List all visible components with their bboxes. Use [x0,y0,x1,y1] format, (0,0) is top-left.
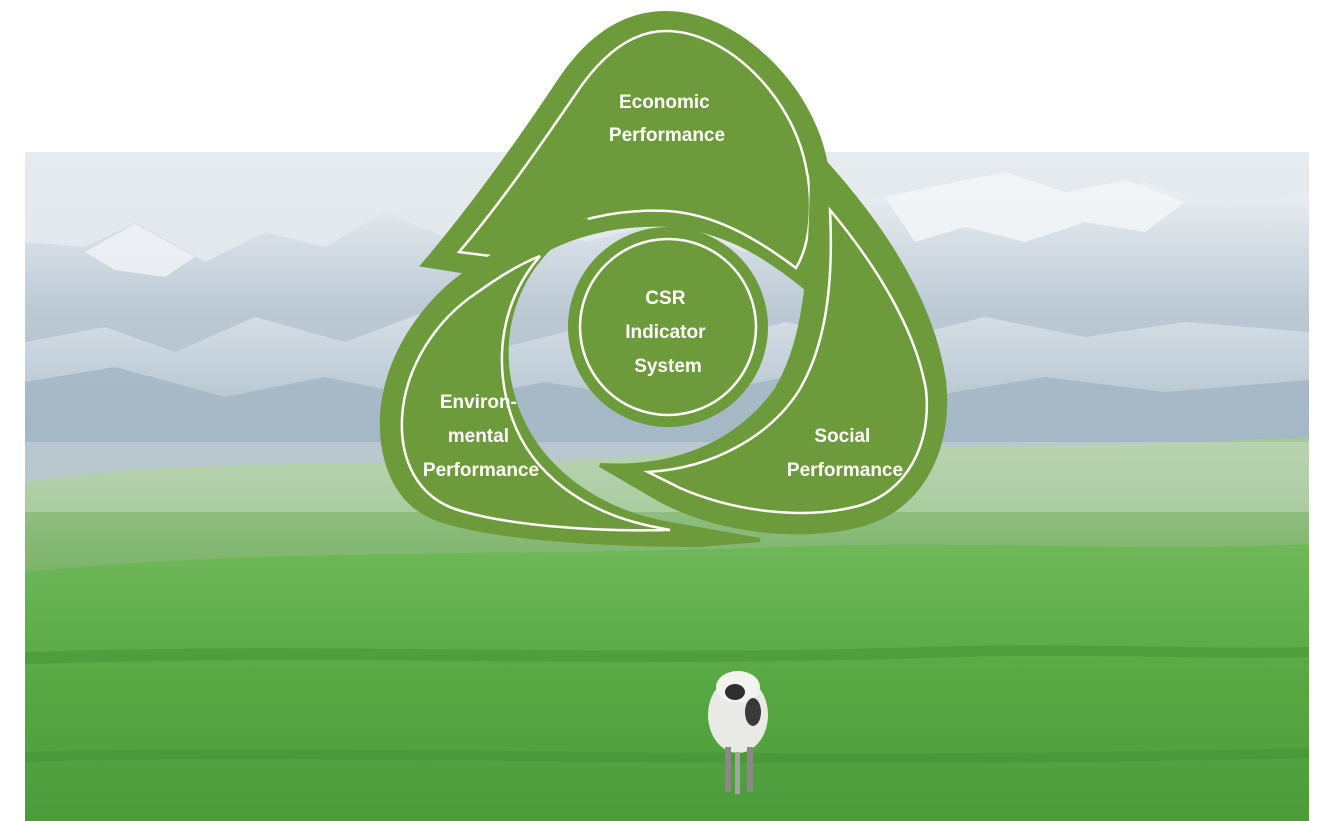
economic-label: Economic Performance [609,92,725,146]
social-line: Performance [787,460,903,481]
social-label: Social Performance [787,426,903,481]
petal-social [598,142,948,535]
economic-line: Economic [619,92,710,113]
center-line: CSR [645,288,685,309]
center-circle [568,227,768,427]
petal-environmental [379,218,761,548]
economic-line: Performance [609,125,725,146]
center-line: Indicator [625,322,706,343]
cow-figure [708,671,768,794]
environmental-line: mental [448,426,509,447]
environmental-line: Performance [423,460,539,481]
environmental-line: Environ- [440,392,517,413]
petal-economic [419,10,833,293]
center-line: System [634,356,702,377]
social-line: Social [814,426,870,447]
center-label: CSR Indicator System [625,288,711,377]
environmental-label: Environ- mental Performance [423,392,539,481]
